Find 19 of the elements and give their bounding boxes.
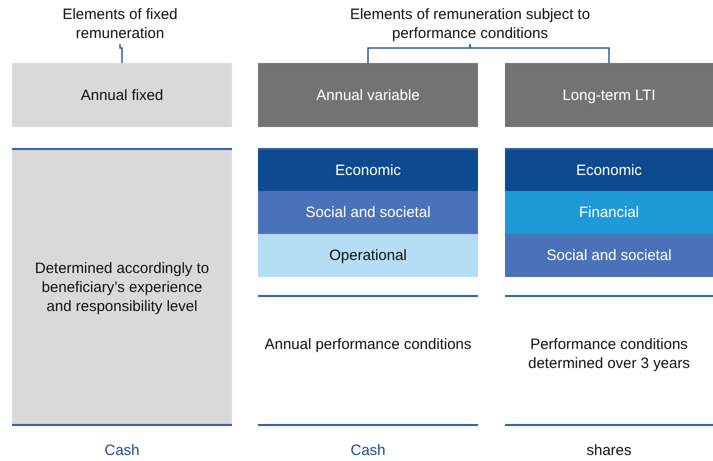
criterion-band: Financial	[505, 191, 713, 234]
category-box: Long-term LTI	[505, 63, 713, 127]
payment-form-text: Cash	[104, 442, 140, 459]
payment-form-text: Cash	[350, 442, 386, 459]
criterion-band: Economic	[258, 150, 478, 191]
criterion-band: Social and societal	[258, 191, 478, 234]
category-box: Annual variable	[258, 63, 478, 127]
criterion-band: Social and societal	[505, 234, 713, 277]
note-text: Annual performance conditions	[264, 336, 472, 353]
payment-form-text: shares	[586, 442, 632, 459]
description-panel: Determined accordingly to beneficiary’s experience and responsibility level	[12, 150, 232, 424]
header-text: Elements of fixed remuneration	[61, 5, 179, 43]
category-box: Annual fixed	[12, 63, 232, 127]
connector-line	[469, 44, 610, 63]
header-text: Elements of remuneration subject to performance conditions	[348, 5, 592, 43]
criterion-band: Operational	[258, 234, 478, 277]
note-text: Performance conditions determined over 3 years	[528, 336, 690, 372]
connector-line	[119, 44, 123, 63]
criterion-band: Economic	[505, 150, 713, 191]
